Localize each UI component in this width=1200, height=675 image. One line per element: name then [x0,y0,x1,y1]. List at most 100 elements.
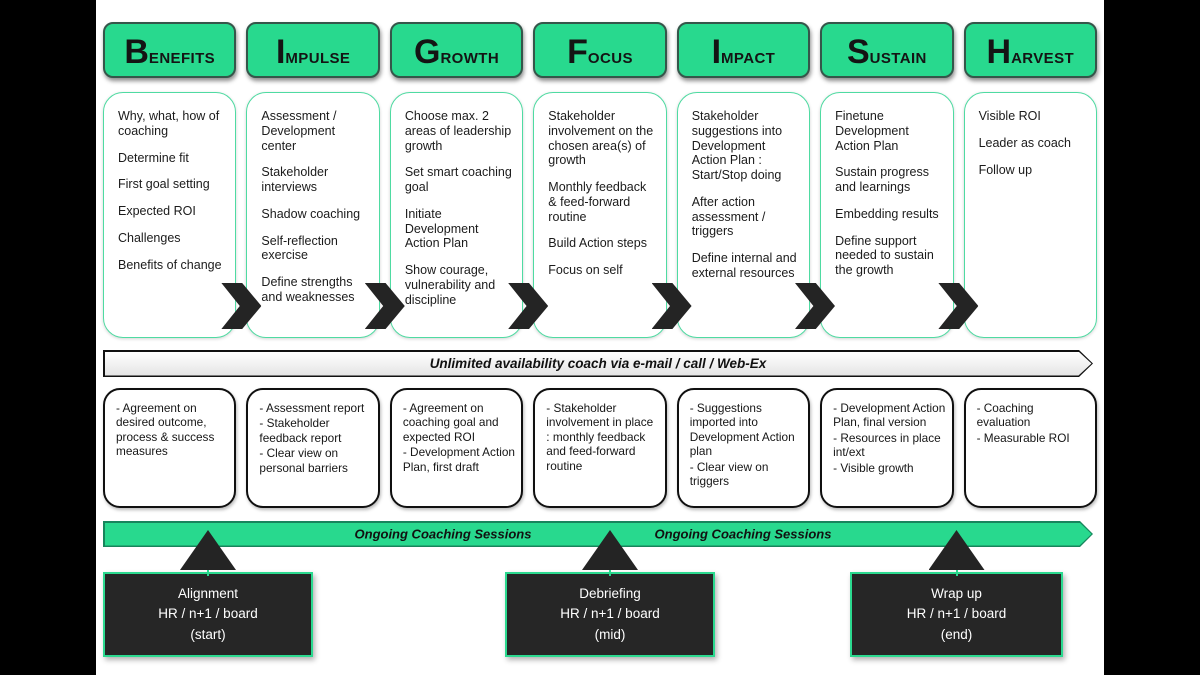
phase-item: Choose max. 2 areas of leadership growth [404,109,512,153]
ongoing-sessions-label-2: Ongoing Coaching Sessions [654,526,832,542]
availability-banner-label: Unlimited availability coach via e-mail … [429,356,767,371]
deliverable-box-sustain: - Development Action Plan, final version… [820,388,954,508]
milestone-box-0: Alignment HR / n+1 / board (start) [103,572,313,657]
ongoing-sessions-label-1: Ongoing Coaching Sessions [354,526,532,542]
phase-item: Determine fit [118,150,189,165]
deliverable-item: - Measurable ROI [976,430,1070,445]
phase-title-harvest: ARVEST [1011,50,1075,67]
milestone-line: Debriefing [579,586,641,602]
phase-initial-harvest: H [986,33,1012,71]
phase-item: Benefits of change [118,257,222,272]
deliverable-item: - Stakeholder involvement in place : mon… [546,401,654,473]
phase-title-focus: OCUS [587,50,633,67]
phase-item: Finetune Development Action Plan [835,109,909,153]
phase-item: Stakeholder interviews [261,165,329,194]
milestone-line: Wrap up [931,586,982,602]
milestone-line: Alignment [177,586,239,602]
deliverable-item: - Agreement on desired outcome, process … [116,401,215,459]
deliverable-box-harvest: - Coaching evaluation- Measurable ROI [963,388,1097,508]
phase-item: Define strengths and weaknesses [261,275,355,304]
phase-item: Expected ROI [118,204,196,218]
deliverable-box-benefits: - Agreement on desired outcome, process … [103,388,237,508]
availability-banner: Unlimited availability coach via e-mail … [103,350,1093,377]
deliverable-item: - Resources in place int/ext [833,430,941,460]
phase-item: First goal setting [118,177,210,192]
milestone-line: HR / n+1 / board [158,606,258,622]
milestone-box-1: Debriefing HR / n+1 / board (mid) [505,572,715,657]
deliverable-item: - Clear view on triggers [689,459,769,488]
phase-title-growth: ROWTH [440,50,500,67]
phase-item: Define internal and external resources [691,251,797,280]
milestone-connector [955,566,958,576]
phase-initial-focus: F [567,33,588,71]
deliverables-row: - Agreement on desired outcome, process … [103,388,1097,508]
phase-initial-growth: G [414,33,441,71]
deliverable-box-growth: - Agreement on coaching goal and expecte… [389,388,524,508]
phase-item: Focus on self [548,263,623,277]
phase-item: Define support needed to sustain the gro… [835,233,934,278]
milestone-line: (start) [190,626,226,642]
phase-item: Show courage, vulnerability and discipli… [404,263,496,307]
deliverable-item: - Development Action Plan, final version [833,401,946,430]
deliverable-item: - Clear view on personal barriers [259,446,348,475]
phase-item: Stakeholder involvement on the chosen ar… [548,109,654,168]
phase-item: Visible ROI [978,109,1041,123]
availability-banner-body: Unlimited availability coach via e-mail … [105,352,1092,376]
phase-item: Leader as coach [978,135,1071,150]
milestone-connector [207,566,209,576]
phase-item: Why, what, how of coaching [118,109,220,138]
phase-title-sustain: USTAIN [869,50,927,67]
phase-item: Challenges [118,230,181,245]
phase-item: Assessment / Development center [261,109,337,153]
deliverable-box-impulse: - Assessment report- Stakeholder feedbac… [246,388,380,508]
deliverable-item: - Coaching evaluation [976,401,1034,430]
phase-item: Follow up [978,162,1033,177]
phase-initial-sustain: S [846,33,870,71]
deliverable-box-focus: - Stakeholder involvement in place : mon… [533,388,667,508]
phase-item: Embedding results [835,206,939,221]
phase-title-benefits: ENEFITS [148,50,216,67]
phase-item: Monthly feedback & feed-forward routine [548,180,647,224]
ongoing-sessions-band-body [105,523,1092,546]
phase-detail-box-focus: Stakeholder involvement on the chosen ar… [533,92,667,338]
phase-item: Build Action steps [548,236,647,251]
deliverable-item: - Agreement on coaching goal and expecte… [402,401,499,444]
deliverable-box-impact: - Suggestions imported into Development … [676,388,811,508]
phase-detail-box-impact: Stakeholder suggestions into Development… [676,92,811,338]
milestone-line: HR / n+1 / board [906,606,1007,622]
milestone-line: (mid) [594,626,626,642]
milestone-line: HR / n+1 / board [560,606,660,622]
phase-item: After action assessment / triggers [691,194,766,239]
phase-item: Self-reflection exercise [261,233,338,263]
ongoing-sessions-band: Ongoing Coaching Sessions Ongoing Coachi… [103,521,1093,547]
phase-item: Initiate Development Action Plan [404,206,479,251]
phase-item: Set smart coaching goal [404,165,512,194]
deliverable-item: - Visible growth [833,460,914,475]
phase-title-impact: MPACT [721,50,776,67]
deliverable-item: - Development Action Plan, first draft [402,445,515,474]
phase-initial-benefits: B [124,33,149,71]
phase-item: Shadow coaching [261,206,361,221]
phase-initial-impulse: I [275,33,286,71]
deliverable-item: - Stakeholder feedback report [259,416,342,445]
phase-item: Stakeholder suggestions into Development… [691,109,783,182]
phase-detail-box-growth: Choose max. 2 areas of leadership growth… [389,92,524,338]
phase-item: Sustain progress and learnings [835,165,929,194]
deliverable-item: - Suggestions imported into Development … [689,401,795,459]
phase-initial-impact: I [711,33,722,71]
